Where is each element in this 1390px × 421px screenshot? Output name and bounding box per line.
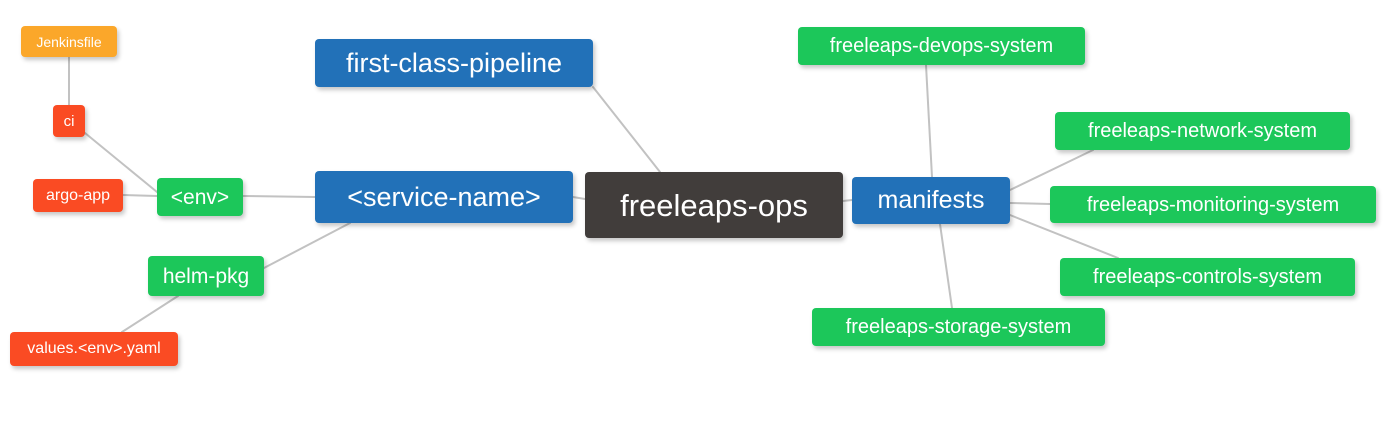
node-label: freeleaps-ops (620, 187, 808, 223)
node-env[interactable]: <env> (157, 178, 243, 216)
node-label: Jenkinsfile (36, 33, 102, 50)
node-label: first-class-pipeline (345, 47, 563, 78)
edge-freeleaps-ops-to-manifests (842, 199, 853, 202)
edge-manifests-to-freeleaps-monitoring-system (1009, 202, 1051, 205)
node-label: freeleaps-storage-system (845, 316, 1072, 338)
node-label: freeleaps-controls-system (1093, 266, 1322, 288)
node-manifests[interactable]: manifests (852, 177, 1010, 224)
edge-manifests-to-freeleaps-devops-system (925, 64, 933, 178)
node-freeleaps-ops[interactable]: freeleaps-ops (585, 172, 843, 238)
edge-helm-pkg-to-values-env-yaml (121, 295, 179, 333)
node-freeleaps-devops-system[interactable]: freeleaps-devops-system (798, 27, 1085, 65)
node-label: freeleaps-devops-system (829, 35, 1054, 57)
node-label: ci (63, 112, 75, 130)
node-values-env-yaml[interactable]: values.<env>.yaml (10, 332, 178, 366)
edge-manifests-to-freeleaps-storage-system (939, 223, 953, 309)
node-label: <service-name> (347, 181, 541, 212)
node-ci[interactable]: ci (53, 105, 85, 137)
node-argo-app[interactable]: argo-app (33, 179, 123, 212)
node-jenkinsfile[interactable]: Jenkinsfile (21, 26, 117, 57)
node-freeleaps-controls-system[interactable]: freeleaps-controls-system (1060, 258, 1355, 296)
node-label: freeleaps-network-system (1088, 120, 1317, 142)
edge-freeleaps-ops-to-first-class-pipeline (592, 86, 661, 173)
node-helm-pkg[interactable]: helm-pkg (148, 256, 264, 296)
edge-manifests-to-freeleaps-network-system (1009, 149, 1094, 191)
node-label: <env> (170, 185, 230, 209)
node-first-class-pipeline[interactable]: first-class-pipeline (315, 39, 593, 87)
edge-env-to-argo-app (122, 194, 158, 197)
edge-freeleaps-ops-to-service-name (572, 196, 586, 200)
node-freeleaps-network-system[interactable]: freeleaps-network-system (1055, 112, 1350, 150)
edge-service-name-to-helm-pkg (263, 222, 351, 269)
edge-service-name-to-env (242, 195, 316, 198)
node-label: manifests (877, 186, 985, 214)
node-label: freeleaps-monitoring-system (1086, 193, 1340, 216)
node-label: values.<env>.yaml (27, 340, 161, 357)
node-freeleaps-monitoring-system[interactable]: freeleaps-monitoring-system (1050, 186, 1376, 223)
node-label: argo-app (45, 186, 111, 204)
node-freeleaps-storage-system[interactable]: freeleaps-storage-system (812, 308, 1105, 346)
node-service-name[interactable]: <service-name> (315, 171, 573, 223)
node-label: helm-pkg (162, 264, 250, 288)
